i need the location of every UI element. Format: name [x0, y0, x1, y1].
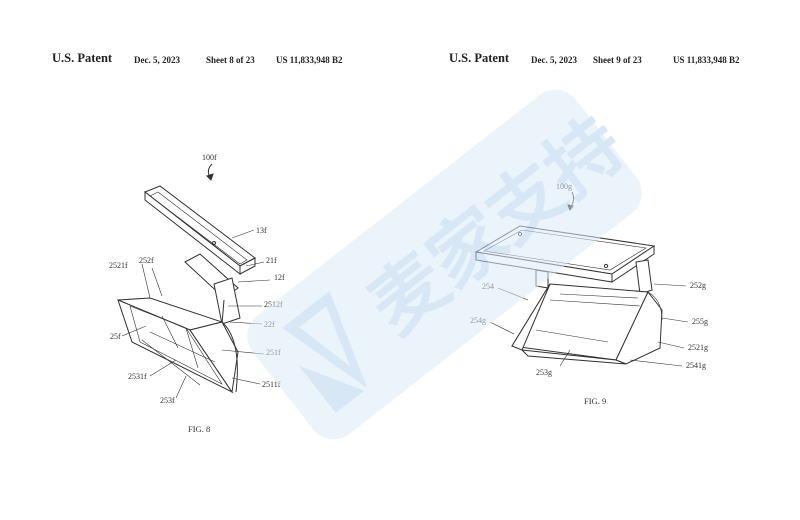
header-date: Dec. 5, 2023: [531, 55, 577, 65]
label-254: 254: [482, 282, 494, 291]
label-2512f: 2512f: [264, 300, 283, 309]
label-2511f: 2511f: [262, 380, 281, 389]
label-252g: 252g: [690, 281, 706, 290]
patent-sheet-9: U.S. Patent Dec. 5, 2023 Sheet 9 of 23 U…: [400, 0, 800, 520]
header-patent-number: US 11,833,948 B2: [673, 55, 740, 65]
patent-sheet-8: U.S. Patent Dec. 5, 2023 Sheet 8 of 23 U…: [52, 51, 343, 434]
label-253g: 253g: [536, 368, 552, 377]
label-2531f: 2531f: [128, 372, 147, 381]
figure-caption: FIG. 9: [584, 396, 607, 406]
header-title: U.S. Patent: [449, 51, 510, 65]
fig9-drawing: [474, 191, 689, 367]
header-date: Dec. 5, 2023: [134, 55, 180, 65]
label-2541g: 2541g: [686, 361, 706, 370]
label-251f: 251f: [266, 348, 281, 357]
header-title: U.S. Patent: [52, 51, 113, 65]
header-patent-number: US 11,833,948 B2: [276, 55, 343, 65]
label-255g: 255g: [692, 317, 708, 326]
label-100g: 100g: [556, 182, 572, 191]
label-2521f: 2521f: [109, 261, 128, 270]
label-254g: 254g: [470, 316, 486, 325]
label-21f: 21f: [266, 256, 277, 265]
header-sheet-number: Sheet 8 of 23: [206, 55, 255, 65]
label-100f: 100f: [202, 153, 217, 162]
label-2521g: 2521g: [688, 343, 708, 352]
label-22f: 22f: [264, 320, 275, 329]
header-sheet-number: Sheet 9 of 23: [593, 55, 642, 65]
label-25f: 25f: [110, 332, 121, 341]
label-253f: 253f: [160, 396, 175, 405]
figure-caption: FIG. 8: [188, 424, 211, 434]
fig8-drawing: [117, 163, 271, 399]
label-12f: 12f: [274, 273, 285, 282]
label-252f: 252f: [139, 256, 154, 265]
label-13f: 13f: [256, 226, 267, 235]
